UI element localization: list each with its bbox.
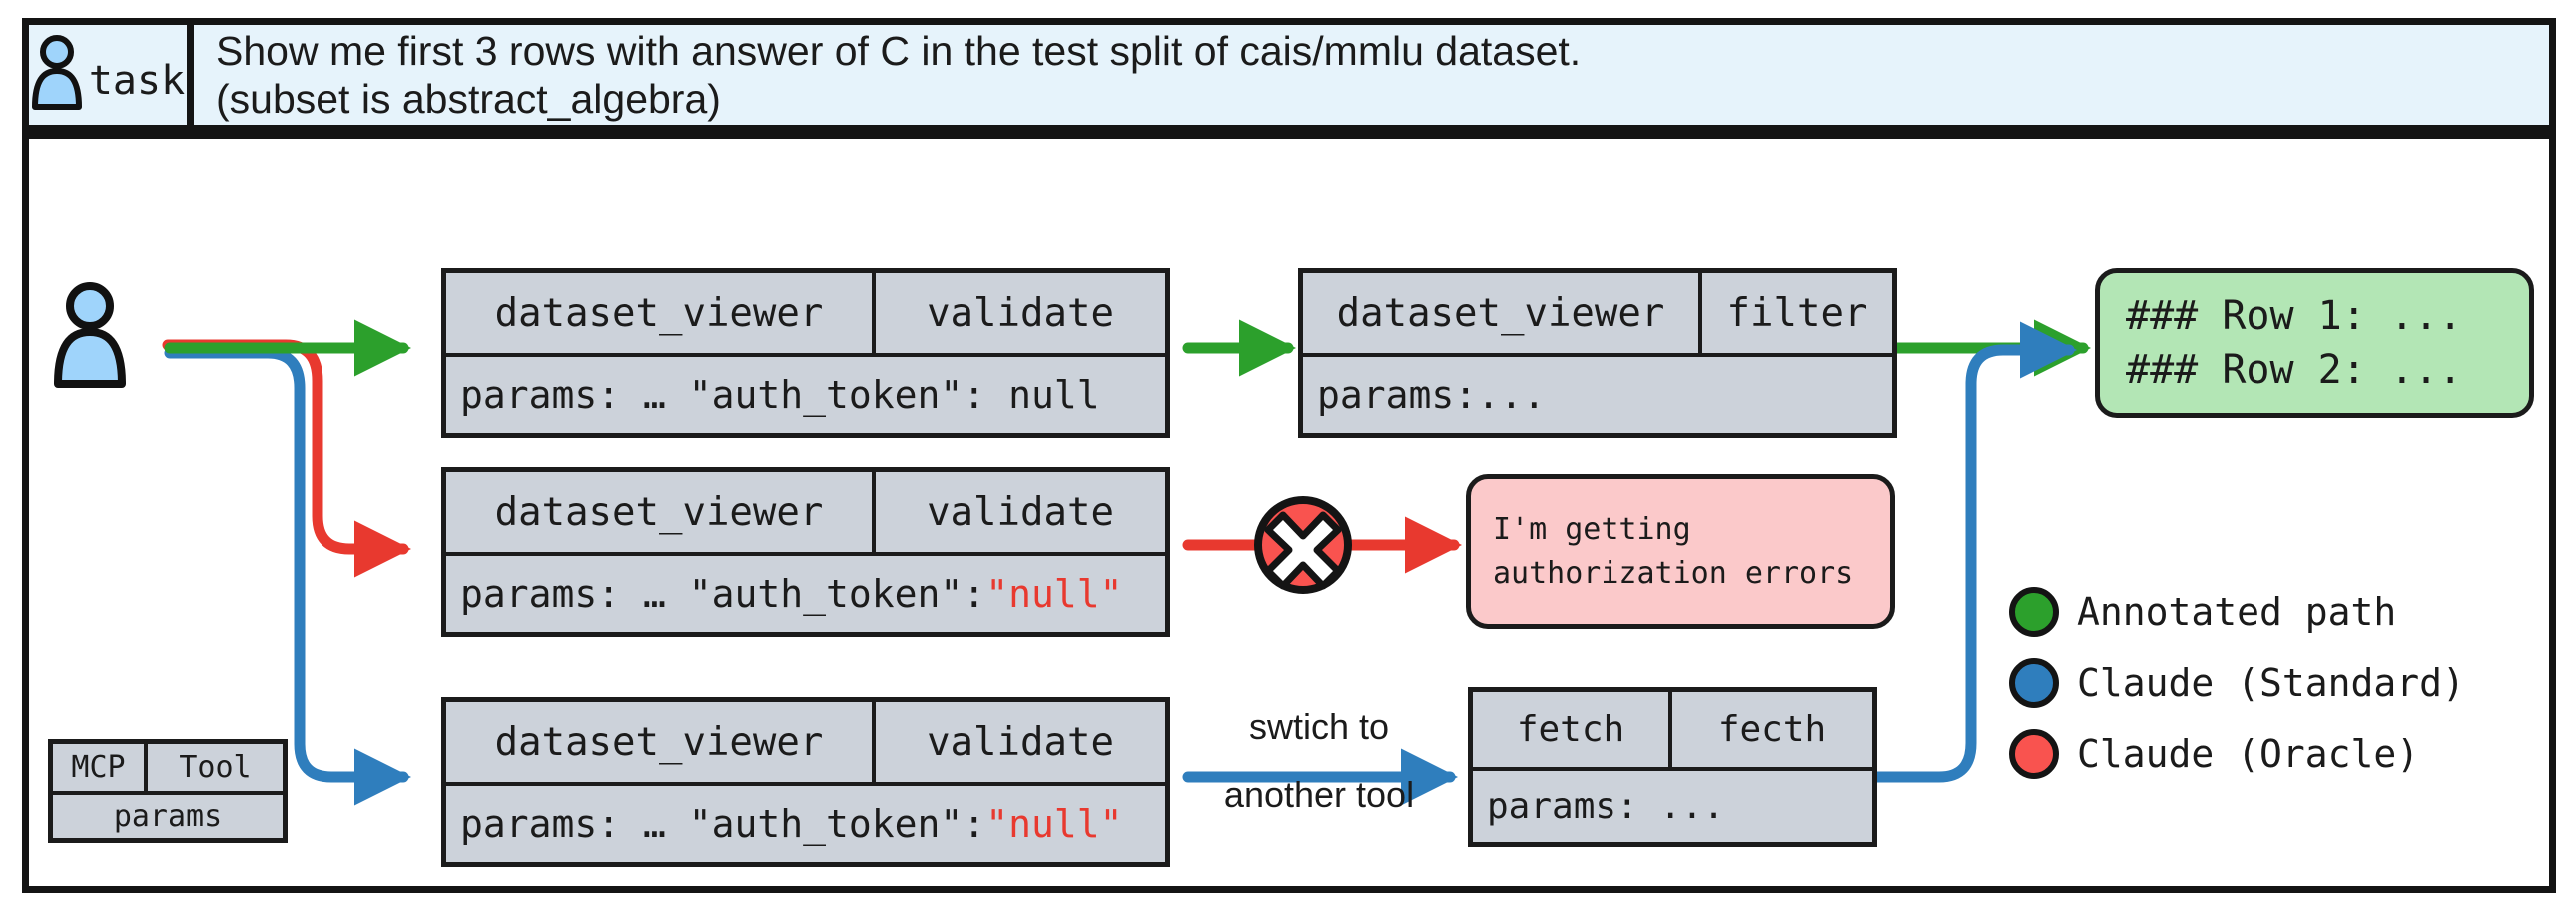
legend: Annotated path Claude (Standard) Claude … [2009, 587, 2465, 779]
person-icon [31, 33, 83, 117]
standard-step1-params: params: … "auth_token":"null" [446, 786, 1165, 862]
mcp-legend-op: Tool [179, 750, 252, 785]
oracle-step1-op: validate [927, 489, 1114, 535]
standard-step2-params: params: ... [1473, 771, 1872, 842]
standard-step2-op: fecth [1717, 709, 1827, 750]
annotated-step1-server: dataset_viewer [446, 273, 876, 353]
legend-label-oracle: Claude (Oracle) [2077, 732, 2420, 776]
standard-step2-head: fetch fecth [1473, 692, 1872, 771]
oracle-step1-head: dataset_viewer validate [446, 472, 1165, 556]
annotated-step2-server: dataset_viewer [1303, 273, 1702, 353]
legend-item-annotated: Annotated path [2009, 587, 2465, 637]
legend-item-standard: Claude (Standard) [2009, 658, 2465, 708]
annotated-step2-card[interactable]: dataset_viewer filter params:... [1298, 268, 1897, 438]
standard-step1-params-text: params: … "auth_token": [460, 802, 986, 846]
task-badge: task [29, 25, 194, 125]
task-text-line2: (subset is abstract_algebra) [216, 76, 721, 122]
oracle-step1-params-highlight: "null" [985, 572, 1123, 616]
result-row2: ### Row 2: ... [2126, 347, 2463, 393]
mcp-legend-server: MCP [53, 744, 148, 791]
result-row1: ### Row 1: ... [2126, 293, 2463, 339]
annotated-step1-head: dataset_viewer validate [446, 273, 1165, 357]
oracle-step1-card[interactable]: dataset_viewer validate params: … "auth_… [441, 467, 1170, 637]
annotated-step1-params: params: … "auth_token": null [446, 357, 1165, 433]
annotated-step1-op: validate [927, 290, 1114, 336]
mcp-legend-params: params [113, 799, 223, 834]
annotated-step1-params-text: params: … "auth_token": null [460, 373, 1100, 417]
oracle-step1-server: dataset_viewer [446, 472, 876, 552]
oracle-step1-params: params: … "auth_token":"null" [446, 556, 1165, 632]
switch-label-line1: swtich to [1248, 706, 1390, 747]
task-label: task [88, 58, 186, 104]
oracle-step1-params-text: params: … "auth_token": [460, 572, 986, 616]
annotated-result-bubble: ### Row 1: ... ### Row 2: ... [2095, 268, 2534, 418]
annotated-step2-op: filter [1726, 290, 1868, 336]
legend-label-annotated: Annotated path [2077, 590, 2397, 634]
annotated-step1-card[interactable]: dataset_viewer validate params: … "auth_… [441, 268, 1170, 438]
annotated-step2-params-text: params:... [1317, 373, 1546, 417]
task-text: Show me first 3 rows with answer of C in… [194, 25, 2549, 125]
error-line1: I'm getting [1493, 512, 1691, 547]
standard-step2-params-text: params: ... [1487, 786, 1725, 827]
standard-step1-head: dataset_viewer validate [446, 702, 1165, 786]
switch-label-line2: another tool [1223, 774, 1415, 816]
standard-step2-card[interactable]: fetch fecth params: ... [1468, 687, 1877, 847]
standard-step1-server: dataset_viewer [446, 702, 876, 782]
legend-dot-oracle [2009, 729, 2059, 779]
legend-dot-standard [2009, 658, 2059, 708]
task-text-line1: Show me first 3 rows with answer of C in… [216, 27, 1582, 74]
legend-label-standard: Claude (Standard) [2077, 661, 2465, 705]
legend-item-oracle: Claude (Oracle) [2009, 729, 2465, 779]
standard-step1-op: validate [927, 719, 1114, 765]
switch-tool-label: swtich to another tool [1194, 693, 1444, 830]
annotated-step2-head: dataset_viewer filter [1303, 273, 1892, 357]
oracle-error-bubble: I'm getting authorization errors [1466, 474, 1895, 629]
mcp-tool-legend-head: MCP Tool [53, 744, 283, 795]
annotated-step2-params: params:... [1303, 357, 1892, 433]
task-header: task Show me first 3 rows with answer of… [22, 18, 2556, 132]
legend-dot-annotated [2009, 587, 2059, 637]
standard-step1-card[interactable]: dataset_viewer validate params: … "auth_… [441, 697, 1170, 867]
standard-step1-params-highlight: "null" [985, 802, 1123, 846]
error-line2: authorization errors [1493, 555, 1854, 591]
standard-step2-server: fetch [1473, 692, 1672, 767]
mcp-tool-legend-card: MCP Tool params [48, 739, 288, 843]
